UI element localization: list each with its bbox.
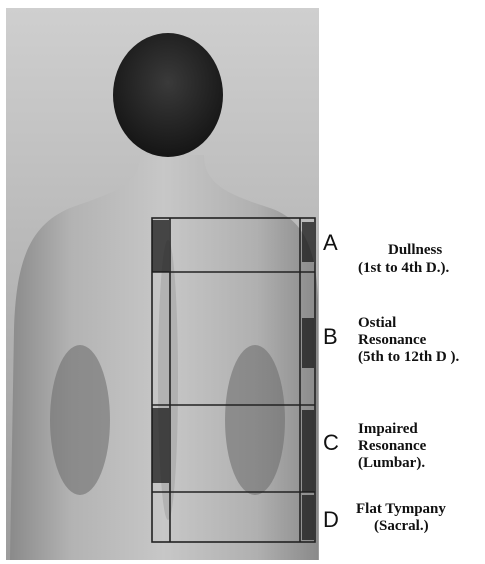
zone-letter-b: B [323, 324, 338, 349]
zone-b-label-line-2: Resonance [358, 332, 427, 348]
zone-c-label-line-1: Impaired [358, 421, 418, 437]
zone-c-label-line-3: (Lumbar). [358, 455, 425, 471]
zone-b-label-line-3: (5th to 12th D ). [358, 349, 459, 365]
zone-b-label-line-1: Ostial [358, 315, 396, 331]
left-back-shadow [50, 345, 110, 495]
zone-c-label-line-2: Resonance [358, 438, 427, 454]
zone-a-label-line-1: Dullness [388, 242, 442, 258]
zone-a-label-line-2: (1st to 4th D.). [358, 260, 449, 276]
head [113, 33, 223, 157]
zone-letter-d: D [323, 507, 339, 532]
zone-d-label-line-2: (Sacral.) [374, 518, 429, 534]
zone-letter-c: C [323, 430, 339, 455]
zone-letter-a: A [323, 230, 338, 255]
right-back-shadow [225, 345, 285, 495]
zone-d-label-line-1: Flat Tympany [356, 501, 446, 517]
